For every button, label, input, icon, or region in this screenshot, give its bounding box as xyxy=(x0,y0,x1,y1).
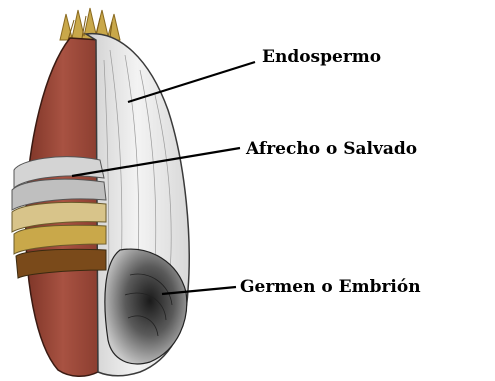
label-endosperm: Endospermo xyxy=(262,49,381,66)
label-germ: Germen o Embrión xyxy=(240,279,421,296)
bran-layers xyxy=(12,157,106,278)
label-bran: Afrecho o Salvado xyxy=(246,141,417,158)
